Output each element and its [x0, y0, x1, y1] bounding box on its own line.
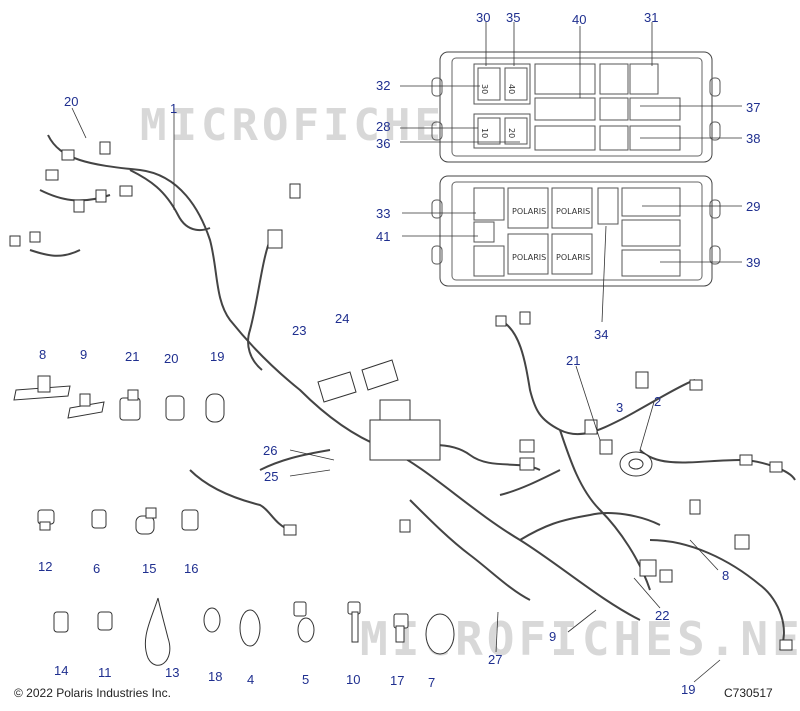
callout-37: 37	[746, 100, 761, 115]
callout-9: 9	[80, 347, 88, 362]
callout-22: 22	[655, 608, 670, 623]
relay-brand-2: POLARIS	[556, 207, 590, 216]
grommet	[619, 451, 653, 477]
callout-36: 36	[376, 136, 391, 151]
drawing-code: C730517	[724, 686, 773, 700]
callout-31: 31	[644, 10, 659, 25]
callout-11: 11	[98, 665, 112, 680]
relay-covers	[317, 359, 399, 403]
fastener-row	[53, 597, 455, 666]
fuse-value-10: 10	[480, 128, 489, 138]
relay-brand-3: POLARIS	[512, 253, 546, 262]
fuse-value-20: 20	[507, 128, 516, 138]
relay-brand-4: POLARIS	[556, 253, 590, 262]
callout-23: 23	[292, 323, 307, 338]
callout-19: 19	[210, 349, 225, 364]
clip-row	[37, 507, 199, 535]
callout-34: 34	[594, 327, 609, 342]
callout-24: 24	[335, 311, 350, 326]
fuse-box-upper	[431, 51, 721, 163]
callout-28: 28	[376, 119, 391, 134]
callout-14: 14	[54, 663, 69, 678]
callout-25: 25	[264, 469, 279, 484]
callout-18: 18	[208, 669, 223, 684]
wiring-harness	[29, 134, 796, 651]
callout-21: 21	[125, 349, 140, 364]
fuse-value-40: 40	[507, 84, 516, 94]
fuse-box-lower	[431, 175, 721, 287]
callout-17: 17	[390, 673, 405, 688]
callout-41: 41	[376, 229, 391, 244]
callout-26: 26	[263, 443, 278, 458]
leader-lines	[71, 22, 742, 683]
callout-5: 5	[302, 672, 310, 687]
callout-39: 39	[746, 255, 761, 270]
callout-21b: 21	[566, 353, 581, 368]
callout-7: 7	[428, 675, 436, 690]
callout-4: 4	[247, 672, 255, 687]
callout-27: 27	[488, 652, 503, 667]
callout-8b: 8	[722, 568, 730, 583]
callout-38: 38	[746, 131, 761, 146]
callout-3: 3	[616, 400, 624, 415]
callout-9b: 9	[549, 629, 557, 644]
callout-20: 20	[64, 94, 79, 109]
callout-32: 32	[376, 78, 391, 93]
copyright-notice: © 2022 Polaris Industries Inc.	[14, 686, 171, 700]
callout-35: 35	[506, 10, 521, 25]
callout-6: 6	[93, 561, 101, 576]
callout-1: 1	[170, 101, 178, 116]
callout-12: 12	[38, 559, 53, 574]
relay-brand-1: POLARIS	[512, 207, 546, 216]
callout-10: 10	[346, 672, 361, 687]
callout-40: 40	[572, 12, 587, 27]
callout-29: 29	[746, 199, 761, 214]
callout-8: 8	[39, 347, 47, 362]
callout-13: 13	[165, 665, 180, 680]
harness-connectors	[9, 141, 793, 651]
fuse-value-30: 30	[480, 84, 489, 94]
callout-2: 2	[654, 394, 662, 409]
loose-parts-row-1	[13, 375, 225, 423]
callout-30: 30	[476, 10, 491, 25]
callout-15: 15	[142, 561, 157, 576]
callout-19b: 19	[681, 682, 696, 697]
callout-20b: 20	[164, 351, 179, 366]
callout-33: 33	[376, 206, 391, 221]
callout-16: 16	[184, 561, 199, 576]
